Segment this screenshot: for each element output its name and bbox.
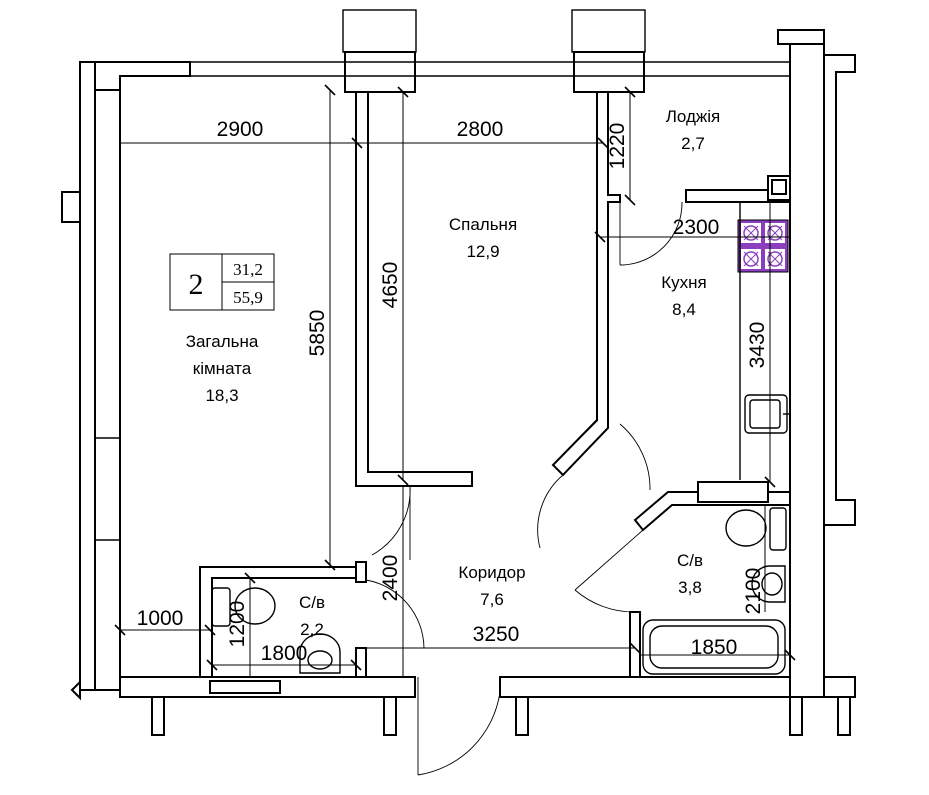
room-bath-left-area: 2,2 (300, 620, 324, 639)
dim-4650: 4650 (379, 262, 402, 309)
left-wall-niche (61, 191, 81, 223)
summary-total-area: 55,9 (233, 288, 263, 307)
door-bedroom (537, 419, 599, 549)
right-wall (789, 29, 825, 698)
vent-shaft-right (573, 51, 645, 93)
entrance-marker (70, 679, 81, 701)
dim-2800: 2800 (457, 118, 504, 141)
room-living-name-2: кімната (193, 359, 252, 378)
room-loggia-area: 2,7 (681, 134, 705, 153)
room-living-area: 18,3 (205, 386, 238, 405)
left-wall (79, 61, 96, 691)
dim-1200: 1200 (226, 601, 249, 648)
room-corridor-name: Коридор (458, 563, 525, 582)
dim-2900: 2900 (217, 118, 264, 141)
room-bath-right-area: 3,8 (678, 578, 702, 597)
room-corridor-area: 7,6 (480, 590, 504, 609)
bathtub (642, 619, 786, 675)
outer-walls (61, 29, 856, 736)
right-wall-top (777, 29, 825, 45)
washbasin-left (299, 633, 341, 674)
dim-1000: 1000 (137, 607, 184, 630)
room-loggia-name: Лоджія (666, 107, 721, 126)
dim-5850: 5850 (306, 310, 329, 357)
dim-1220: 1220 (606, 123, 629, 170)
right-balcony-edge (823, 54, 856, 526)
stove (737, 219, 789, 273)
toilet-right (725, 507, 787, 551)
vent-shaft-left-outer (342, 9, 417, 53)
left-wall-inner (94, 89, 121, 691)
door-kitchen-open (619, 423, 651, 491)
room-bedroom-area: 12,9 (466, 242, 499, 261)
vent-shaft-left (344, 51, 416, 93)
vent-shaft-right-outer (571, 9, 646, 53)
dimension-lines (114, 84, 796, 677)
room-bath-left-name: С/в (299, 593, 325, 612)
dim-3250: 3250 (473, 623, 520, 646)
bottom-pillar-1 (151, 696, 165, 736)
partition-living-bedroom (355, 91, 473, 487)
area-summary: 2 31,2 55,9 (169, 253, 275, 311)
bottom-pillar-2 (383, 696, 397, 736)
room-kitchen-name: Кухня (661, 273, 707, 292)
door-bath-right (574, 529, 644, 613)
door-kitchen-top (619, 201, 683, 266)
left-outer-wall (79, 61, 191, 91)
bottom-pillar-3 (515, 696, 529, 736)
dim-2400: 2400 (379, 555, 402, 602)
toilet-left (211, 587, 276, 627)
room-living-name-1: Загальна (186, 332, 259, 351)
dim-3430: 3430 (746, 322, 769, 369)
bath-vent (209, 680, 281, 694)
door-entry (417, 677, 501, 776)
bath-left-right-wall (355, 647, 367, 678)
summary-living-area: 31,2 (233, 260, 263, 279)
summary-rooms-count: 2 (189, 268, 204, 301)
room-bath-right-name: С/в (677, 551, 703, 570)
door-living (371, 485, 411, 560)
bottom-pillar-5 (837, 696, 851, 736)
room-kitchen-area: 8,4 (672, 300, 696, 319)
bottom-pillar-4 (789, 696, 803, 736)
dim-1850: 1850 (691, 636, 738, 659)
vent-shafts (342, 9, 646, 93)
kitchen-sink (744, 394, 789, 434)
dim-2300: 2300 (673, 216, 720, 239)
dim-1800: 1800 (261, 642, 308, 665)
bottom-wall-right (499, 676, 856, 698)
bath-vent-right (697, 481, 769, 503)
dimension-labels: 2900 2800 1220 2300 4650 5850 3430 2400 … (137, 118, 769, 665)
room-labels: Загальна кімната 18,3 Спальня 12,9 Лоджі… (186, 107, 721, 639)
dim-2100: 2100 (742, 568, 765, 615)
kitchen-top-wall (685, 189, 791, 203)
room-bedroom-name: Спальня (449, 215, 517, 234)
